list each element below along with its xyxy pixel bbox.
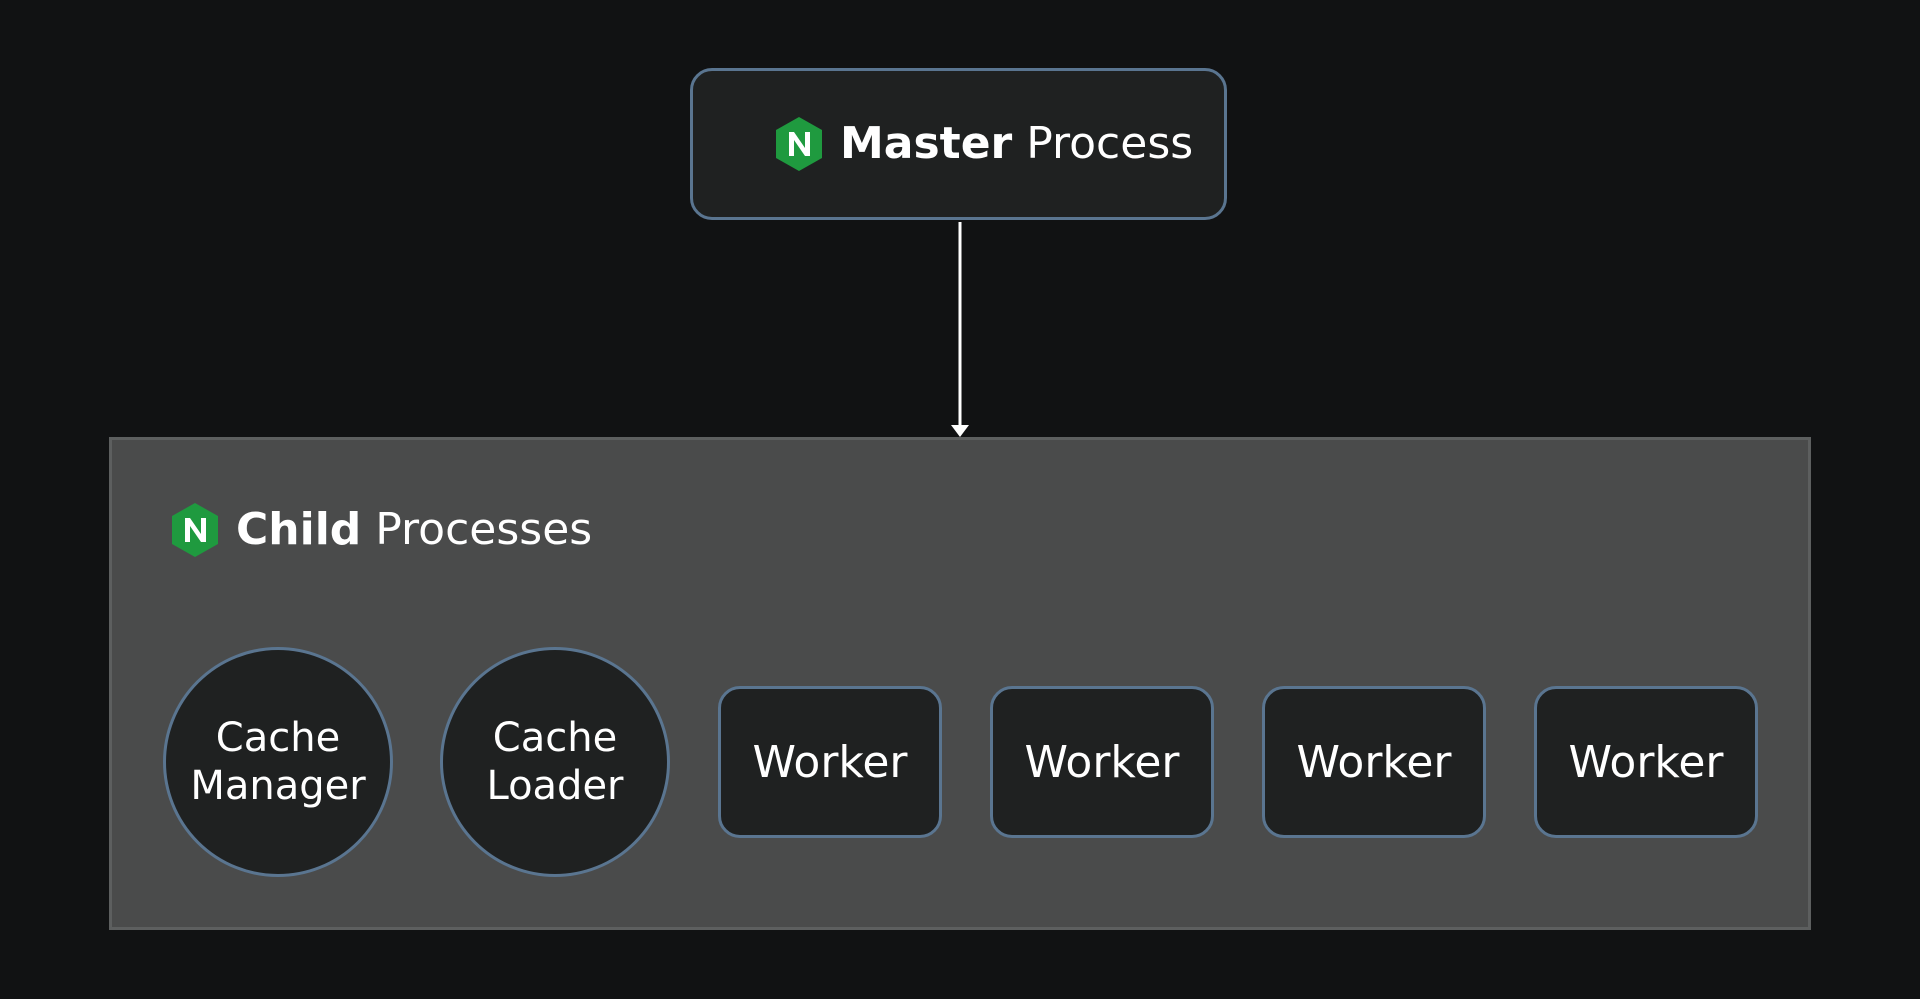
cache-manager-node: Cache Manager: [163, 647, 393, 877]
master-title-light: Process: [1026, 118, 1194, 169]
master-process-node: Master Process: [690, 68, 1227, 220]
child-title-bold: Child: [236, 504, 362, 555]
cache-manager-line1: Cache: [215, 715, 341, 761]
worker-node-1: Worker: [718, 686, 942, 838]
nginx-logo-icon: [170, 502, 220, 558]
cache-loader-node: Cache Loader: [440, 647, 670, 877]
master-process-title: Master Process: [774, 116, 1193, 172]
child-processes-group: Child Processes Cache Manager Cache Loade…: [109, 437, 1811, 930]
worker-node-2: Worker: [990, 686, 1214, 838]
child-title-light: Processes: [375, 504, 593, 555]
child-processes-title: Child Processes: [170, 502, 592, 558]
worker-node-3: Worker: [1262, 686, 1486, 838]
cache-manager-line2: Manager: [190, 763, 366, 809]
cache-loader-line1: Cache: [492, 715, 618, 761]
worker-node-4: Worker: [1534, 686, 1758, 838]
master-title-bold: Master: [840, 118, 1013, 169]
nginx-logo-icon: [774, 116, 824, 172]
cache-loader-line2: Loader: [486, 763, 624, 809]
